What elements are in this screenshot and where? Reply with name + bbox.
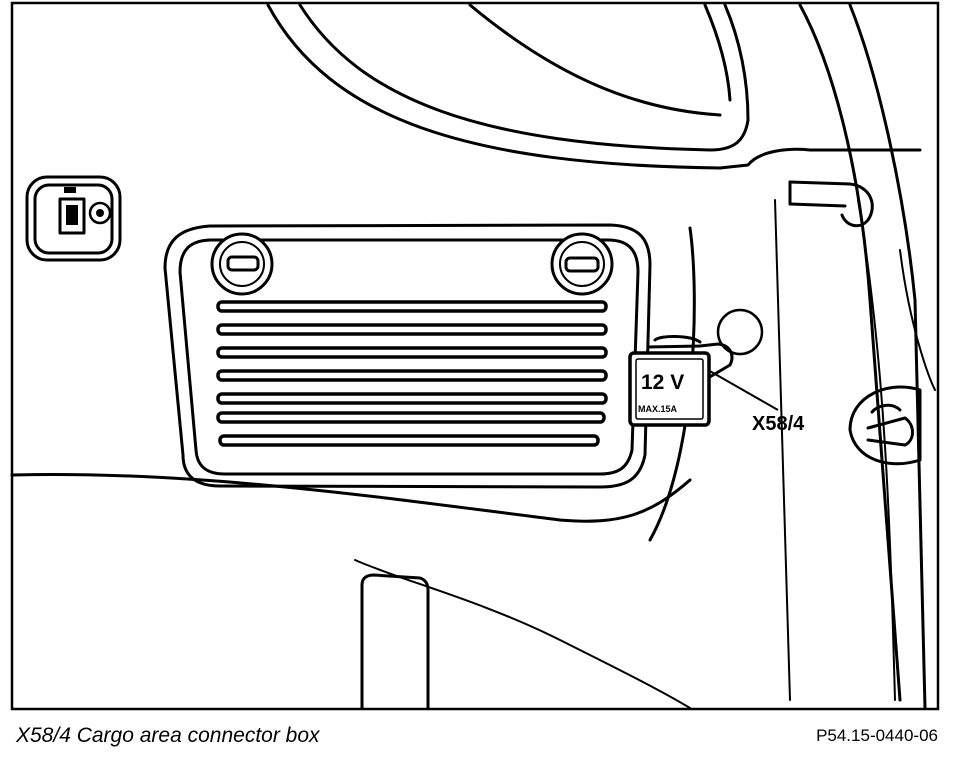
left-switch-panel xyxy=(25,175,122,262)
callout-label: X58/4 xyxy=(752,413,805,435)
cargo-hook xyxy=(788,180,874,228)
figure-frame xyxy=(10,1,940,711)
upper-trim-contours xyxy=(10,3,922,523)
figure-caption: X58/4 Cargo area connector box xyxy=(16,724,320,747)
right-pillar-contours xyxy=(774,3,936,710)
tie-down-lug xyxy=(848,385,922,466)
figure-reference-code: P54.15-0440-06 xyxy=(816,726,938,745)
cover-fastener-left xyxy=(210,232,274,296)
socket-voltage-label: 12 V xyxy=(641,371,684,394)
cover-fastener-right xyxy=(550,232,614,296)
lower-handle-recess xyxy=(360,573,430,710)
callout-leader-line xyxy=(707,369,779,411)
cover-vent-slots xyxy=(216,300,608,447)
power-socket-x58-4: 12 V MAX.15A xyxy=(628,308,764,427)
floor-contour xyxy=(354,559,691,709)
socket-rating-label: MAX.15A xyxy=(638,404,678,414)
